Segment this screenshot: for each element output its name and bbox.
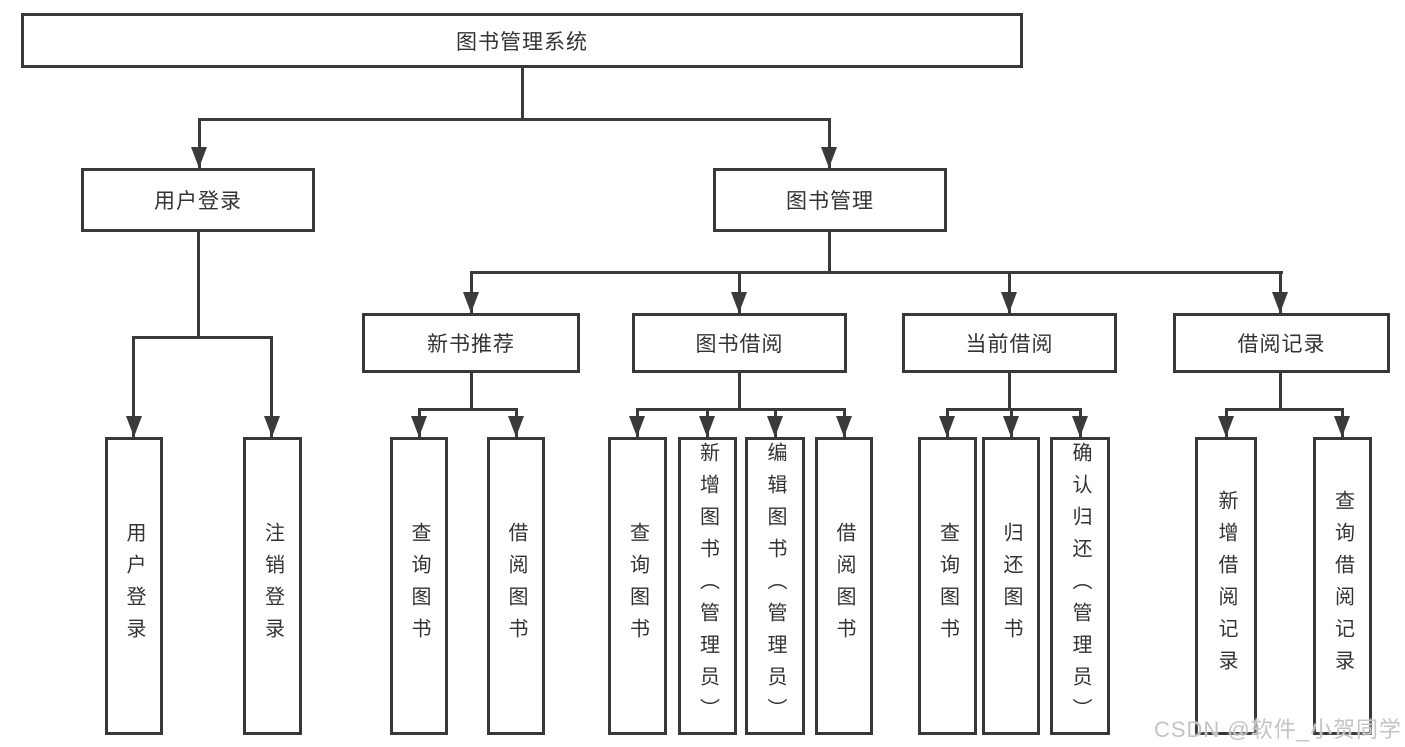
node-book-borrow: 图书借阅 — [632, 313, 847, 373]
leaf-records-add-record: 新增借阅记录 — [1195, 437, 1257, 735]
leaf-current-query-books: 查询图书 — [918, 437, 977, 735]
node-borrow-records-label: 借阅记录 — [1237, 333, 1326, 356]
arrow-down-icon — [1272, 292, 1288, 313]
arrow-down-icon — [126, 416, 142, 437]
leaf-borrow-query-books: 查询图书 — [608, 437, 667, 735]
connector-line — [132, 336, 273, 339]
arrow-down-icon — [1001, 292, 1017, 313]
arrow-down-icon — [1218, 416, 1234, 437]
arrow-down-icon — [191, 147, 207, 168]
connector-line — [198, 118, 831, 121]
connector-line — [1225, 408, 1344, 411]
connector-line — [521, 68, 524, 120]
connector-line — [470, 271, 1283, 274]
leaf-logout: 注销登录 — [243, 437, 302, 735]
arrow-down-icon — [264, 416, 280, 437]
node-root-label: 图书管理系统 — [456, 30, 588, 54]
arrow-down-icon — [836, 416, 852, 437]
connector-line — [738, 373, 741, 411]
arrow-down-icon — [731, 292, 747, 313]
leaf-recommend-query-books: 查询图书 — [390, 437, 448, 735]
arrow-down-icon — [939, 416, 955, 437]
arrow-down-icon — [821, 147, 837, 168]
arrow-down-icon — [767, 416, 783, 437]
arrow-down-icon — [1072, 416, 1088, 437]
node-book-management: 图书管理 — [713, 168, 947, 232]
leaf-borrow-add-books-admin: 新增图书（管理员） — [678, 437, 737, 735]
arrow-down-icon — [463, 292, 479, 313]
connector-line — [636, 408, 846, 411]
node-current-borrow: 当前借阅 — [902, 313, 1117, 373]
node-new-book-recommend-label: 新书推荐 — [427, 333, 515, 356]
node-book-borrow-label: 图书借阅 — [695, 333, 784, 356]
arrow-down-icon — [1003, 416, 1019, 437]
connector-line — [828, 232, 831, 274]
leaf-current-return-books: 归还图书 — [982, 437, 1040, 735]
arrow-down-icon — [699, 416, 715, 437]
leaf-recommend-borrow-books: 借阅图书 — [487, 437, 545, 735]
node-root: 图书管理系统 — [21, 13, 1023, 68]
leaf-borrow-edit-books-admin: 编辑图书（管理员） — [745, 437, 805, 735]
connector-line — [198, 118, 201, 168]
arrow-down-icon — [508, 416, 524, 437]
arrow-down-icon — [1334, 416, 1350, 437]
node-user-login-label: 用户登录 — [154, 190, 242, 213]
leaf-records-query-record: 查询借阅记录 — [1313, 437, 1372, 735]
connector-line — [1008, 373, 1011, 411]
leaf-borrow-borrow-books: 借阅图书 — [815, 437, 873, 735]
connector-line — [132, 336, 135, 437]
node-current-borrow-label: 当前借阅 — [965, 333, 1054, 356]
node-new-book-recommend: 新书推荐 — [362, 313, 580, 373]
connector-line — [1279, 373, 1282, 411]
node-borrow-records: 借阅记录 — [1173, 313, 1390, 373]
arrow-down-icon — [411, 416, 427, 437]
leaf-current-confirm-return-admin: 确认归还（管理员） — [1050, 437, 1110, 735]
connector-line — [470, 373, 473, 411]
leaf-user-login: 用户登录 — [105, 437, 163, 735]
connector-line — [946, 408, 1082, 411]
arrow-down-icon — [629, 416, 645, 437]
connector-line — [270, 336, 273, 437]
connector-line — [828, 118, 831, 168]
node-user-login: 用户登录 — [81, 168, 315, 232]
watermark: CSDN @软件_小贺同学 — [1153, 717, 1402, 742]
connector-line — [418, 408, 518, 411]
connector-line — [197, 232, 200, 336]
node-book-management-label: 图书管理 — [786, 190, 874, 213]
